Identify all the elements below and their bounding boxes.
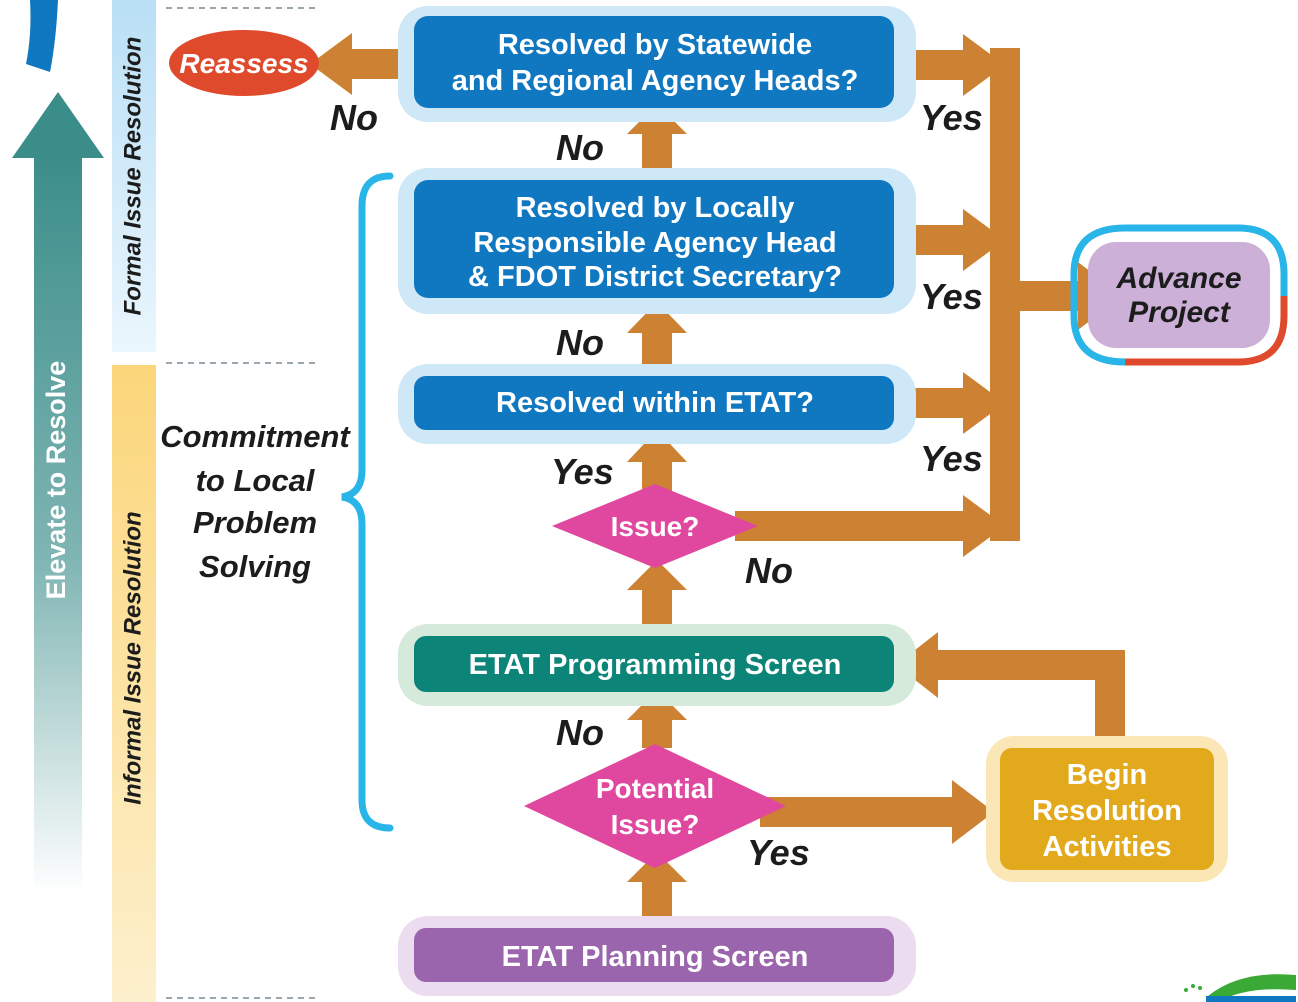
programming-text: ETAT Programming Screen xyxy=(469,649,842,681)
label-no-reassess: No xyxy=(330,97,378,138)
locally-line-3: & FDOT District Secretary? xyxy=(468,261,842,293)
formal-band xyxy=(112,0,156,352)
label-yes-locally: Yes xyxy=(920,276,983,317)
begin-line-1: Begin xyxy=(1067,759,1148,791)
label-no-to-statewide: No xyxy=(556,127,604,168)
reassess-node: Reassess xyxy=(169,30,319,96)
commitment-line-2: to Local xyxy=(196,463,316,498)
etat-resolved-node: Resolved within ETAT? xyxy=(398,364,916,444)
advance-node: Advance Project xyxy=(1070,224,1288,366)
potential-line-2: Issue? xyxy=(611,809,700,840)
elevate-arrow: Elevate to Resolve xyxy=(12,92,104,895)
locally-line-1: Resolved by Locally xyxy=(516,192,795,224)
flow-labels: No Yes No Yes No Yes Yes No No Yes xyxy=(330,97,983,873)
commitment-line-4: Solving xyxy=(199,549,311,584)
label-yes-potential: Yes xyxy=(747,832,810,873)
programming-node: ETAT Programming Screen xyxy=(398,624,916,706)
locally-line-2: Responsible Agency Head xyxy=(473,227,836,259)
commitment-line-3: Problem xyxy=(193,505,317,540)
begin-line-3: Activities xyxy=(1043,831,1172,863)
issue-text: Issue? xyxy=(611,511,700,542)
corner-decoration xyxy=(26,0,58,72)
label-no-potential: No xyxy=(556,712,604,753)
label-yes-statewide: Yes xyxy=(920,97,983,138)
reassess-text: Reassess xyxy=(179,48,308,79)
potential-issue-node: Potential Issue? xyxy=(524,744,786,868)
label-no-issue: No xyxy=(745,550,793,591)
statewide-line-2: and Regional Agency Heads? xyxy=(452,65,859,97)
formal-label: Formal Issue Resolution xyxy=(119,37,146,316)
informal-label: Informal Issue Resolution xyxy=(119,511,146,804)
issue-node: Issue? xyxy=(552,484,758,568)
commitment-text: Commitment to Local Problem Solving xyxy=(160,419,351,584)
advance-line-1: Advance xyxy=(1115,262,1241,295)
locally-node: Resolved by Locally Responsible Agency H… xyxy=(398,168,916,314)
logo-fragment xyxy=(1184,974,1296,1002)
etat-resolved-text: Resolved within ETAT? xyxy=(496,387,814,419)
potential-line-1: Potential xyxy=(596,773,714,804)
label-yes-etat: Yes xyxy=(920,438,983,479)
advance-line-2: Project xyxy=(1128,296,1232,329)
commitment-brace xyxy=(341,172,394,832)
label-yes-issue: Yes xyxy=(551,451,614,492)
informal-band xyxy=(112,365,156,1002)
begin-loop-arrow xyxy=(896,632,1125,740)
potential-yes-arrow xyxy=(760,780,994,844)
statewide-line-1: Resolved by Statewide xyxy=(498,29,812,61)
begin-line-2: Resolution xyxy=(1032,795,1182,827)
elevate-label: Elevate to Resolve xyxy=(41,361,71,600)
planning-text: ETAT Planning Screen xyxy=(502,941,809,973)
commitment-line-1: Commitment xyxy=(160,419,351,454)
label-no-to-locally: No xyxy=(556,322,604,363)
planning-node: ETAT Planning Screen xyxy=(398,916,916,996)
statewide-node: Resolved by Statewide and Regional Agenc… xyxy=(398,6,916,122)
begin-node: Begin Resolution Activities xyxy=(986,736,1228,882)
